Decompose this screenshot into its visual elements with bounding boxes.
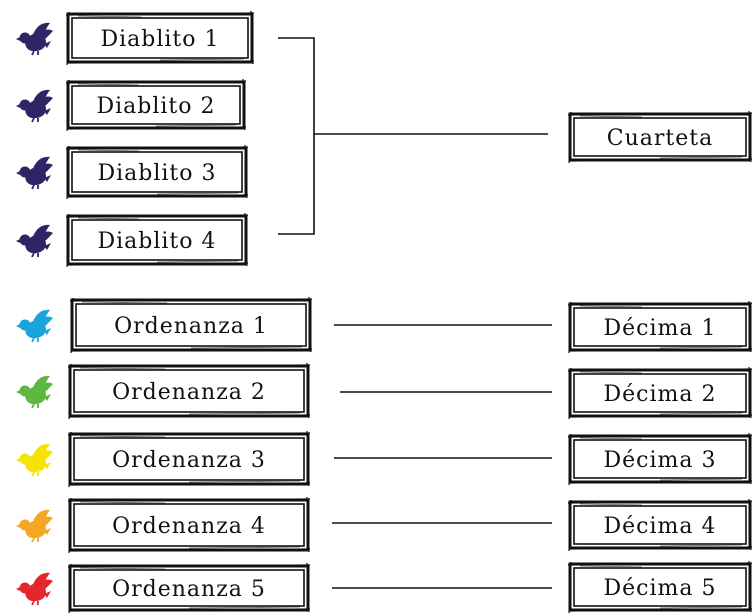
diablito-box-3-label: Diablito 3 — [97, 161, 216, 186]
diablito-box-3: Diablito 3 — [65, 144, 249, 200]
diablito-box-4: Diablito 4 — [65, 212, 249, 268]
decima-box-2: Décima 2 — [567, 366, 753, 420]
diablito-3-bird-icon — [16, 156, 53, 190]
ordenanza-4-bird-icon — [16, 509, 53, 543]
diablito-1-bird-icon — [16, 22, 53, 56]
ordenanza-box-2-label: Ordenanza 2 — [112, 380, 266, 405]
ordenanza-box-1-label: Ordenanza 1 — [114, 314, 268, 339]
decima-box-1-label: Décima 1 — [604, 316, 717, 341]
ordenanza-2-bird-icon — [16, 375, 53, 409]
diablito-box-2: Diablito 2 — [65, 78, 247, 132]
diablito-box-2-label: Diablito 2 — [96, 94, 215, 119]
cuarteta-box: Cuarteta — [567, 110, 753, 164]
ordenanza-box-3-label: Ordenanza 3 — [112, 448, 266, 473]
decima-box-5-label: Décima 5 — [604, 576, 717, 601]
ordenanza-box-4-label: Ordenanza 4 — [112, 514, 266, 539]
ordenanza-box-3: Ordenanza 3 — [67, 430, 311, 488]
ordenanza-box-4: Ordenanza 4 — [67, 496, 311, 554]
ordenanza-5-bird-icon — [16, 572, 53, 606]
diablito-box-1: Diablito 1 — [65, 10, 255, 66]
ordenanza-box-5: Ordenanza 5 — [67, 562, 311, 613]
diablito-box-1-label: Diablito 1 — [100, 27, 219, 52]
ordenanza-box-5-label: Ordenanza 5 — [112, 577, 266, 602]
decima-box-3-label: Décima 3 — [604, 448, 717, 473]
decima-box-2-label: Décima 2 — [604, 382, 717, 407]
ordenanza-3-bird-icon — [16, 443, 53, 477]
ordenanza-1-bird-icon — [16, 309, 53, 343]
decima-box-5: Décima 5 — [567, 560, 753, 613]
decima-box-4-label: Décima 4 — [604, 514, 717, 539]
cuarteta-box-label: Cuarteta — [607, 126, 713, 151]
decima-box-1: Décima 1 — [567, 300, 753, 354]
ordenanza-box-2: Ordenanza 2 — [67, 362, 311, 420]
decima-box-3: Décima 3 — [567, 432, 753, 486]
decima-box-4: Décima 4 — [567, 498, 753, 552]
diablito-bracket — [278, 37, 315, 235]
ordenanza-box-1: Ordenanza 1 — [69, 296, 313, 354]
diablito-4-bird-icon — [16, 224, 53, 258]
diablito-box-4-label: Diablito 4 — [97, 229, 216, 254]
diablito-2-bird-icon — [16, 89, 53, 123]
